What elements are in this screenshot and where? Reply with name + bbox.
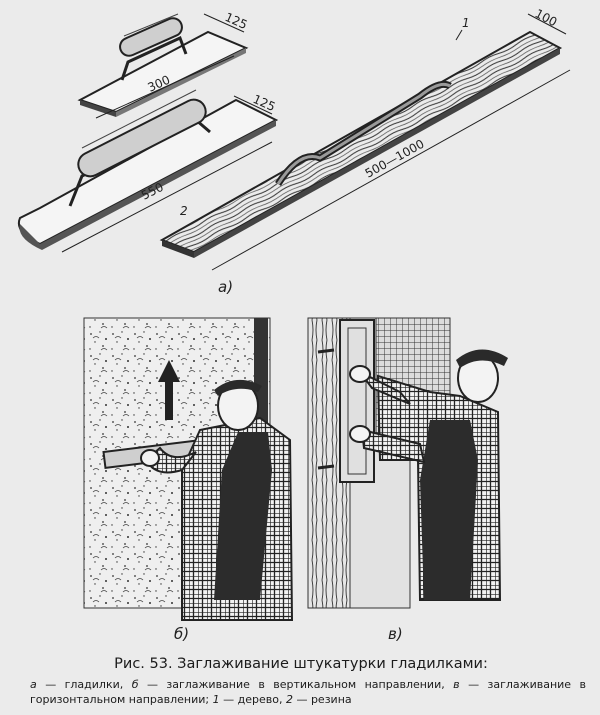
worker-v — [349, 349, 508, 601]
long-float — [159, 30, 563, 258]
upward-arrow — [158, 360, 180, 420]
legend-text-v: — заглаживание в горизонтальном направле… — [30, 678, 586, 706]
scene-horizontal — [307, 317, 508, 609]
label-rubber: 2 — [180, 204, 188, 218]
small-trowel-dimensions: 125 300 — [95, 10, 249, 119]
legend-key-b: б — [131, 678, 139, 691]
legend-key-a: а — [30, 678, 37, 691]
small-trowel — [77, 13, 249, 117]
legend-key-1: 1 — [212, 693, 220, 706]
legend-text-2: — резина — [292, 693, 352, 706]
label-part-b: б) — [174, 625, 189, 643]
large-trowel — [18, 89, 279, 250]
figure-legend: а — гладилки, б — заглаживание в вертика… — [30, 677, 586, 707]
legend-key-v: в — [453, 678, 460, 691]
legend-text-a: — гладилки, — [36, 678, 132, 691]
legend-text-b: — заглаживание в вертикальном направлени… — [138, 678, 454, 691]
worker-b — [140, 379, 294, 621]
figure-illustration: 125 300 125 550 100 500—1000 1 2 а) — [18, 6, 571, 643]
dim-float-width: 100 — [533, 6, 560, 29]
scene-vertical — [83, 317, 294, 621]
label-wood: 1 — [462, 16, 470, 30]
label-part-a: а) — [218, 278, 233, 296]
figure-caption: Рис. 53. Заглаживание штукатурки гладилк… — [114, 656, 488, 672]
label-part-v: в) — [388, 625, 403, 643]
legend-text-1: — дерево, — [219, 693, 286, 706]
legend-key-2: 2 — [285, 693, 293, 706]
